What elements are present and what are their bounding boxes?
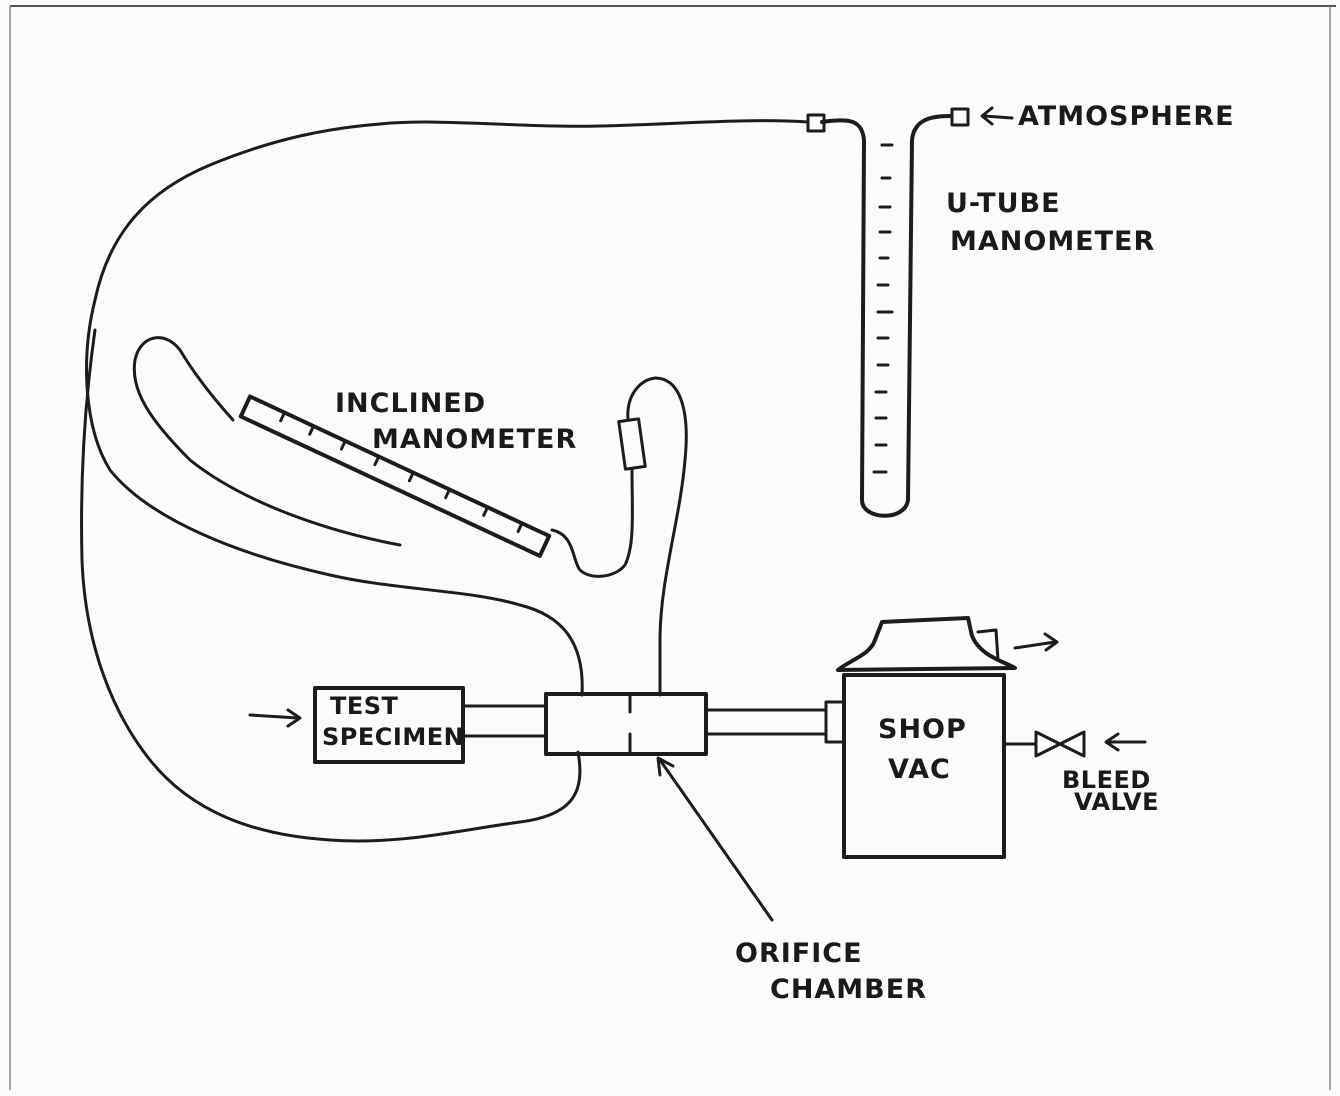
fitting-tube-up — [626, 376, 688, 697]
atmosphere-label: ATMOSPHERE — [1018, 101, 1235, 132]
u-tube-label-line2: MANOMETER — [950, 226, 1155, 257]
inclined-manometer-outlet-tube — [550, 468, 634, 578]
u-tube-label-line1: U-TUBE — [946, 188, 1061, 219]
shop-vac-body — [842, 673, 1006, 859]
orifice-chamber-label-line2: CHAMBER — [770, 974, 927, 1005]
bleed-valve-label-line2: VALVE — [1074, 788, 1159, 816]
inclined-manometer-left-tube — [132, 336, 402, 547]
shop-vac-lid — [836, 616, 1017, 672]
inline-fitting — [617, 417, 647, 471]
u-tube-right-fitting — [950, 107, 970, 127]
atmosphere-arrow — [980, 106, 1014, 126]
inclined-manometer-label-line1: INCLINED — [335, 388, 486, 419]
inclined-manometer-label-line2: MANOMETER — [372, 424, 577, 455]
orifice-chamber-label-line1: ORIFICE — [735, 938, 863, 969]
test-specimen-box — [313, 686, 465, 764]
bleed-valve-label-line1: BLEED — [1062, 766, 1151, 794]
vac-inlet-collar — [824, 700, 846, 744]
shop-vac-exhaust-port — [976, 628, 1000, 662]
orifice-chamber-box — [544, 692, 708, 756]
u-tube-scale — [872, 143, 894, 474]
test-specimen-label-line1: TEST — [330, 692, 399, 720]
shop-vac-label-line2: VAC — [888, 754, 951, 785]
inclined-manometer — [238, 394, 552, 558]
pressure-tube-to-u-tube — [85, 119, 810, 697]
test-specimen-label-line2: SPECIMEN — [322, 723, 464, 751]
orifice-chamber-callout-arrow — [656, 756, 774, 922]
lower-tube-loop — [80, 328, 582, 843]
u-tube-manometer — [820, 114, 952, 518]
u-tube-left-fitting — [806, 113, 826, 133]
exhaust-arrow — [1013, 632, 1059, 652]
bleed-valve-symbol — [1034, 730, 1086, 758]
shop-vac-label-line1: SHOP — [878, 714, 967, 745]
inlet-arrow — [248, 708, 302, 728]
bleed-inlet-arrow — [1104, 732, 1147, 752]
